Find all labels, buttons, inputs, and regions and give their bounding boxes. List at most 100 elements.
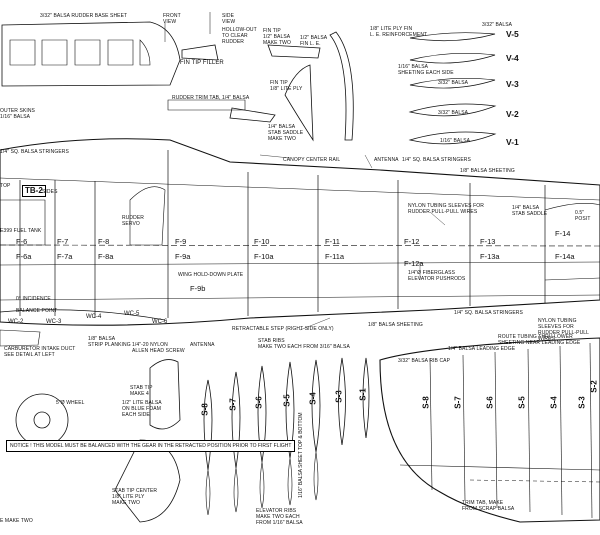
stab-planform	[379, 337, 600, 523]
label-front-view: FRONT VIEW	[163, 13, 181, 25]
stab-rib-s4: S-4	[308, 392, 318, 405]
former-f8a: F-8a	[98, 252, 114, 261]
wing-center-wc5: WC-5	[124, 311, 140, 317]
label-make-two: E MAKE TWO	[0, 518, 33, 524]
stab-planform-rib-s7: S-7	[453, 396, 463, 409]
label-posit: 0.5" POSIT	[575, 210, 591, 222]
fin-tip	[267, 44, 321, 59]
stab-rib-s3: S-3	[334, 390, 344, 403]
former-f6: F-6	[16, 237, 28, 246]
label-canopy-center-rail: CANOPY CENTER RAIL	[283, 157, 341, 163]
stab-rib-s7: S-7	[228, 398, 238, 411]
label-antenna-bottom: ANTENNA	[190, 342, 215, 348]
label-sheeting-each-side: 1/16" BALSA SHEETING EACH SIDE	[398, 64, 454, 76]
rib-v4: V-4	[506, 53, 519, 63]
label-carburetor-duct: CARBURETOR INTAKE DUCT SEE DETAIL AT LEF…	[4, 346, 76, 358]
stab-rib-s1: S-1	[358, 388, 368, 401]
label-v2-balsa: 3/32" BALSA	[438, 110, 469, 116]
rib-v3: V-3	[506, 79, 519, 89]
label-lite-ply-blue: 1/2" LITE BALSA ON BLUE FOAM EACH SIDE	[122, 400, 162, 418]
label-trim-tab: TRIM TAB, MAKE FROM SCRAP BALSA	[462, 500, 515, 512]
label-fiberglass-pushrods: 1/4"Ø FIBERGLASS ELEVATOR PUSHRODS	[408, 270, 466, 282]
label-stab-tip: STAB TIP MAKE 4	[130, 385, 153, 397]
former-f10: F-10	[254, 237, 270, 246]
stab-tip-center-drawing	[114, 439, 181, 523]
label-fin-tip-filler: FIN TIP FILLER	[180, 60, 224, 66]
stab-rib-s6: S-6	[254, 396, 264, 409]
fin-tip-filler	[181, 44, 219, 61]
former-f14: F-14	[555, 229, 571, 238]
stab-saddle-small	[229, 107, 276, 123]
wing-center-wc3: WC-3	[46, 319, 62, 325]
label-hollow-out: HOLLOW-OUT TO CLEAR RUDDER	[222, 27, 257, 45]
former-f12: F-12	[404, 237, 420, 246]
former-f13: F-13	[480, 237, 496, 246]
label-wing-hold-down: WING HOLD-DOWN PLATE	[178, 272, 244, 278]
label-fuel-tank: E399 FUEL TANK	[0, 228, 42, 234]
label-stab-tip-center: STAB TIP CENTER 1/8" LITE PLY MAKE TWO	[112, 488, 158, 506]
label-fin-tip-ply: FIN TIP 1/8" LITE PLY	[270, 80, 303, 92]
notice-box: NOTICE ! THIS MODEL MUST BE BALANCED WIT…	[6, 440, 296, 452]
label-lite-ply-fin: 1/8" LITE PLY FIN L. E. REINFORCEMENT	[370, 26, 428, 38]
label-side-view: SIDE VIEW	[222, 13, 236, 25]
former-f7: F-7	[57, 237, 69, 246]
label-retract-step: RETRACTABLE STEP (RIGHT SIDE ONLY)	[232, 326, 334, 332]
former-f14a: F-14a	[555, 252, 575, 261]
fin-leading-edge	[329, 31, 354, 141]
stab-rib-s5: S-5	[282, 394, 292, 407]
label-rudder-trim-tab: RUDDER TRIM TAB, 1/4" BALSA	[172, 95, 250, 101]
stab-planform-rib-s6: S-6	[485, 396, 495, 409]
label-leading-edge: 1/4" BALSA LEADING EDGE	[448, 346, 516, 352]
wing-center-wc4: WC-4	[86, 314, 102, 320]
former-f13a: F-13a	[480, 252, 500, 261]
wing-center-wc6: WC-6	[152, 319, 168, 325]
label-sides: SIDES	[42, 189, 58, 195]
label-v1-balsa: 1/16" BALSA	[440, 138, 471, 144]
stab-planform-rib-s3: S-3	[577, 396, 587, 409]
former-f11: F-11	[325, 237, 340, 246]
stab-planform-rib-s5: S-5	[517, 396, 527, 409]
label-balsa-sheeting-top: 1/8" BALSA SHEETING	[460, 168, 515, 174]
stab-rib-s8: S-8	[200, 403, 210, 416]
fuselage-side-view	[0, 138, 600, 326]
label-balsa-stringers: 1/4" SQ. BALSA STRINGERS	[0, 149, 69, 155]
stab-planform-rib-s4: S-4	[549, 396, 559, 409]
label-balsa-sheeting-bottom: 1/8" BALSA SHEETING	[368, 322, 423, 328]
label-balance-point: BALANCE POINT	[16, 308, 58, 314]
former-f10a: F-10a	[254, 252, 274, 261]
former-f7a: F-7a	[57, 252, 73, 261]
label-sheet-top-bottom: 1/16" BALSA SHEET TOP & BOTTOM	[298, 412, 304, 498]
stab-planform-rib-s8: S-8	[421, 396, 431, 409]
label-fin-tip-balsa: FIN TIP 1/2" BALSA MAKE TWO	[263, 28, 291, 46]
former-f12a: F-12a	[404, 259, 424, 268]
label-nylon-tubing-right: NYLON TUBING SLEEVES FOR RUDDER PULL-PUL…	[538, 318, 589, 342]
former-f9b: F-9b	[190, 284, 206, 293]
wing-center-wc2: WC-2	[8, 319, 24, 325]
stab-tip-drawing	[149, 359, 181, 430]
label-incidence: 0° INCIDENCE	[16, 296, 51, 302]
label-top: TOP	[0, 183, 11, 189]
label-stab-saddle: 1/4" BALSA STAB SADDLE MAKE TWO	[268, 124, 304, 142]
label-strip-planking: 1/8" BALSA STRIP PLANKING	[88, 336, 131, 348]
label-wheel: 5"Ø WHEEL	[56, 400, 85, 406]
label-sq-stringers-bottom: 1/4" SQ. BALSA STRINGERS	[454, 310, 523, 316]
label-v5-balsa: 3/32" BALSA	[482, 22, 513, 28]
stab-planform-rib-s2: S-2	[589, 380, 599, 393]
stab-ribs-row	[203, 357, 370, 471]
label-fin-le: 1/2" BALSA FIN L. E.	[300, 35, 328, 47]
label-rudder-servo: RUDDER SERVO	[122, 215, 144, 227]
rib-v1: V-1	[506, 137, 519, 147]
label-antenna: ANTENNA	[374, 157, 399, 163]
label-nylon-tubing-rudder: NYLON TUBING SLEEVES FOR RUDDER PULL-PUL…	[408, 203, 484, 215]
rib-v5: V-5	[506, 29, 519, 39]
v-ribs	[408, 32, 497, 145]
former-f8: F-8	[98, 237, 110, 246]
former-f11a: F-11a	[325, 252, 345, 261]
label-stab-saddle-right: 1/4" BALSA STAB SADDLE	[512, 205, 548, 217]
label-rib-cap: 3/32" BALSA RIB CAP	[398, 358, 451, 364]
former-f6a: F-6a	[16, 252, 32, 261]
label-outer-skins: OUTER SKINS 1/16" BALSA	[0, 108, 35, 120]
label-sq-balsa-stringers: 1/4" SQ. BALSA STRINGERS	[402, 157, 471, 163]
